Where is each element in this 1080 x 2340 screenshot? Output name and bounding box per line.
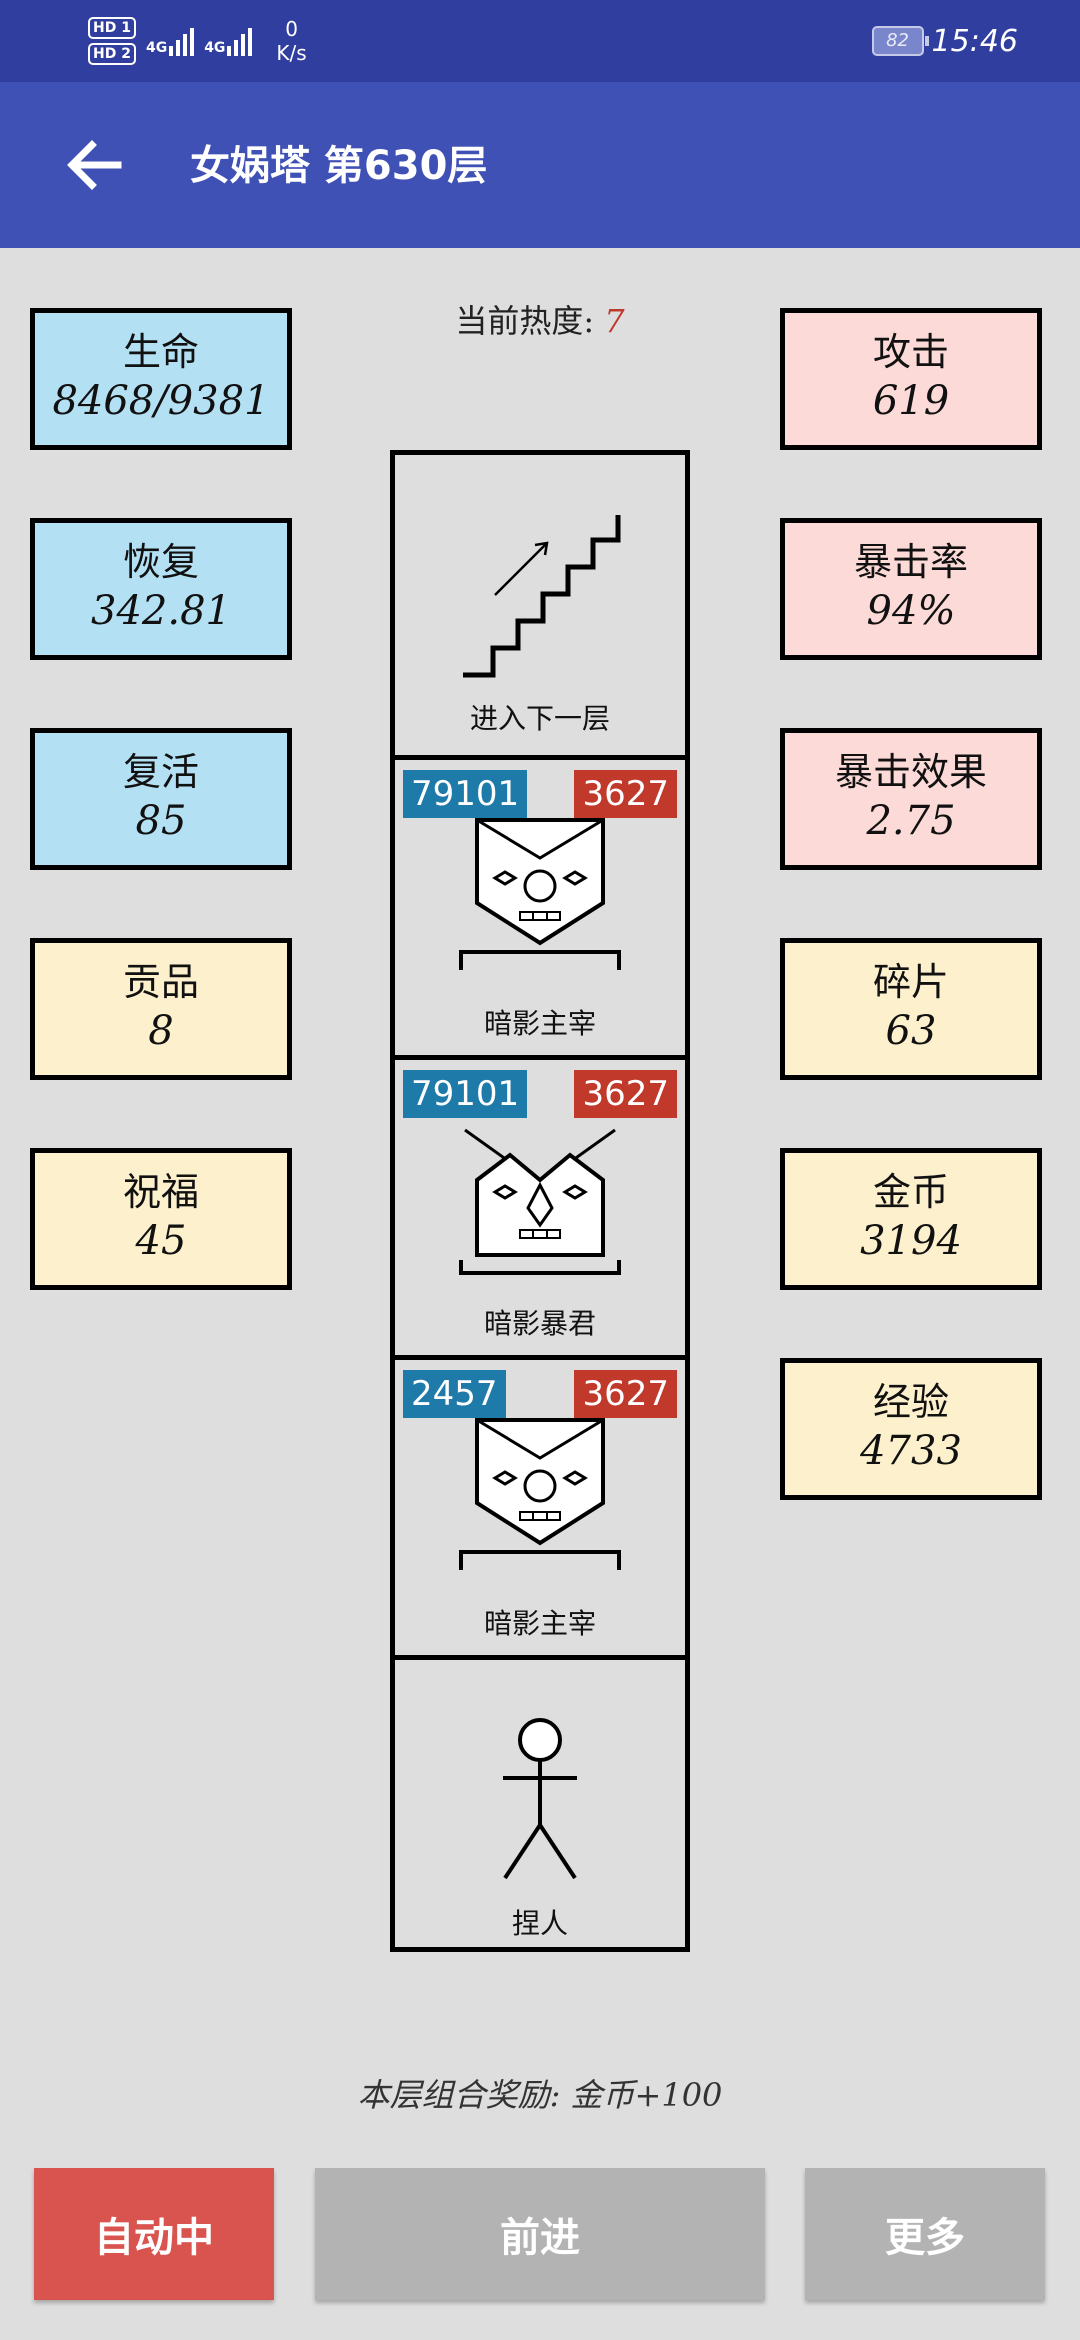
app-bar: 女娲塔 第630层 xyxy=(0,82,1080,248)
net-speed: 0 K/s xyxy=(276,17,307,65)
stat-exp: 经验 4733 xyxy=(780,1358,1042,1500)
page-title: 女娲塔 第630层 xyxy=(190,143,488,189)
stat-value: 3194 xyxy=(860,1218,962,1264)
stat-label: 暴击效果 xyxy=(834,750,987,794)
player-label: 捏人 xyxy=(511,1907,568,1940)
stat-value: 63 xyxy=(885,1008,937,1054)
shadow-lord-icon xyxy=(459,1418,621,1570)
stat-label: 复活 xyxy=(122,750,199,794)
stat-value: 85 xyxy=(135,798,187,844)
stat-hp: 生命 8468/9381 xyxy=(30,308,292,450)
more-button[interactable]: 更多 xyxy=(805,2168,1045,2300)
heat-label: 当前热度: xyxy=(455,302,595,340)
stat-value: 94% xyxy=(866,588,956,634)
enemy-attack-badge: 3627 xyxy=(574,1070,677,1118)
stairs-label: 进入下一层 xyxy=(469,702,610,735)
stat-value: 342.81 xyxy=(91,588,231,634)
stat-label: 金币 xyxy=(872,1170,949,1214)
stat-label: 生命 xyxy=(122,330,199,374)
stat-label: 贡品 xyxy=(122,960,199,1004)
heat-indicator: 当前热度: 7 xyxy=(380,296,700,342)
enemy-attack-badge: 3627 xyxy=(574,1370,677,1418)
battery-icon: 82 xyxy=(871,26,929,56)
stat-value: 2.75 xyxy=(866,798,956,844)
enemy-hp-badge: 79101 xyxy=(403,1070,528,1118)
stat-blessing: 祝福 45 xyxy=(30,1148,292,1290)
stick-figure-icon xyxy=(503,1718,577,1880)
stat-value: 619 xyxy=(872,378,950,424)
stat-crit-rate: 暴击率 94% xyxy=(780,518,1042,660)
shadow-lord-icon xyxy=(459,818,621,970)
tower-column: 进入下一层 79101 3627 暗影主宰 xyxy=(390,450,690,1952)
stat-label: 碎片 xyxy=(872,960,949,1004)
clock: 15:46 xyxy=(931,23,1018,59)
stat-label: 经验 xyxy=(872,1380,949,1424)
stat-attack: 攻击 619 xyxy=(780,308,1042,450)
stat-crit-effect: 暴击效果 2.75 xyxy=(780,728,1042,870)
signal-icon-2: 4G xyxy=(204,26,253,56)
stat-regen: 恢复 342.81 xyxy=(30,518,292,660)
hd1-badge: HD 1 xyxy=(88,17,136,39)
enemy-cell[interactable]: 79101 3627 暗影暴君 xyxy=(395,1055,685,1360)
enemy-hp-badge: 2457 xyxy=(403,1370,506,1418)
enemy-name: 暗影主宰 xyxy=(483,1607,596,1640)
stairs-icon xyxy=(463,515,621,678)
stat-shards: 碎片 63 xyxy=(780,938,1042,1080)
stat-revive: 复活 85 xyxy=(30,728,292,870)
stat-value: 4733 xyxy=(860,1428,962,1474)
stairs-cell[interactable]: 进入下一层 xyxy=(395,455,685,755)
auto-button[interactable]: 自动中 xyxy=(34,2168,274,2300)
enemy-hp-badge: 79101 xyxy=(403,770,528,818)
heat-value: 7 xyxy=(604,302,625,340)
stat-label: 暴击率 xyxy=(853,540,968,584)
enemy-name: 暗影主宰 xyxy=(483,1007,596,1040)
shadow-tyrant-icon xyxy=(459,1128,621,1275)
stat-value: 8468/9381 xyxy=(52,378,270,424)
forward-button[interactable]: 前进 xyxy=(315,2168,765,2300)
floor-reward-text: 本层组合奖励: 金币+100 xyxy=(357,2076,723,2114)
back-arrow-icon[interactable] xyxy=(60,130,130,200)
enemy-name: 暗影暴君 xyxy=(483,1307,596,1340)
stat-tribute: 贡品 8 xyxy=(30,938,292,1080)
status-bar: HD 1 HD 2 4G 4G 0 K/s 82 15:46 xyxy=(0,0,1080,82)
stat-gold: 金币 3194 xyxy=(780,1148,1042,1290)
stat-value: 8 xyxy=(148,1008,174,1054)
stat-label: 祝福 xyxy=(122,1170,199,1214)
signal-icon: 4G xyxy=(146,26,195,56)
enemy-attack-badge: 3627 xyxy=(574,770,677,818)
stat-value: 45 xyxy=(135,1218,187,1264)
enemy-cell[interactable]: 2457 3627 暗影主宰 xyxy=(395,1355,685,1660)
stat-label: 恢复 xyxy=(122,540,199,584)
enemy-cell[interactable]: 79101 3627 暗影主宰 xyxy=(395,755,685,1060)
hd2-badge: HD 2 xyxy=(88,43,136,65)
stat-label: 攻击 xyxy=(872,330,949,374)
player-cell[interactable]: 捏人 xyxy=(395,1655,685,1960)
